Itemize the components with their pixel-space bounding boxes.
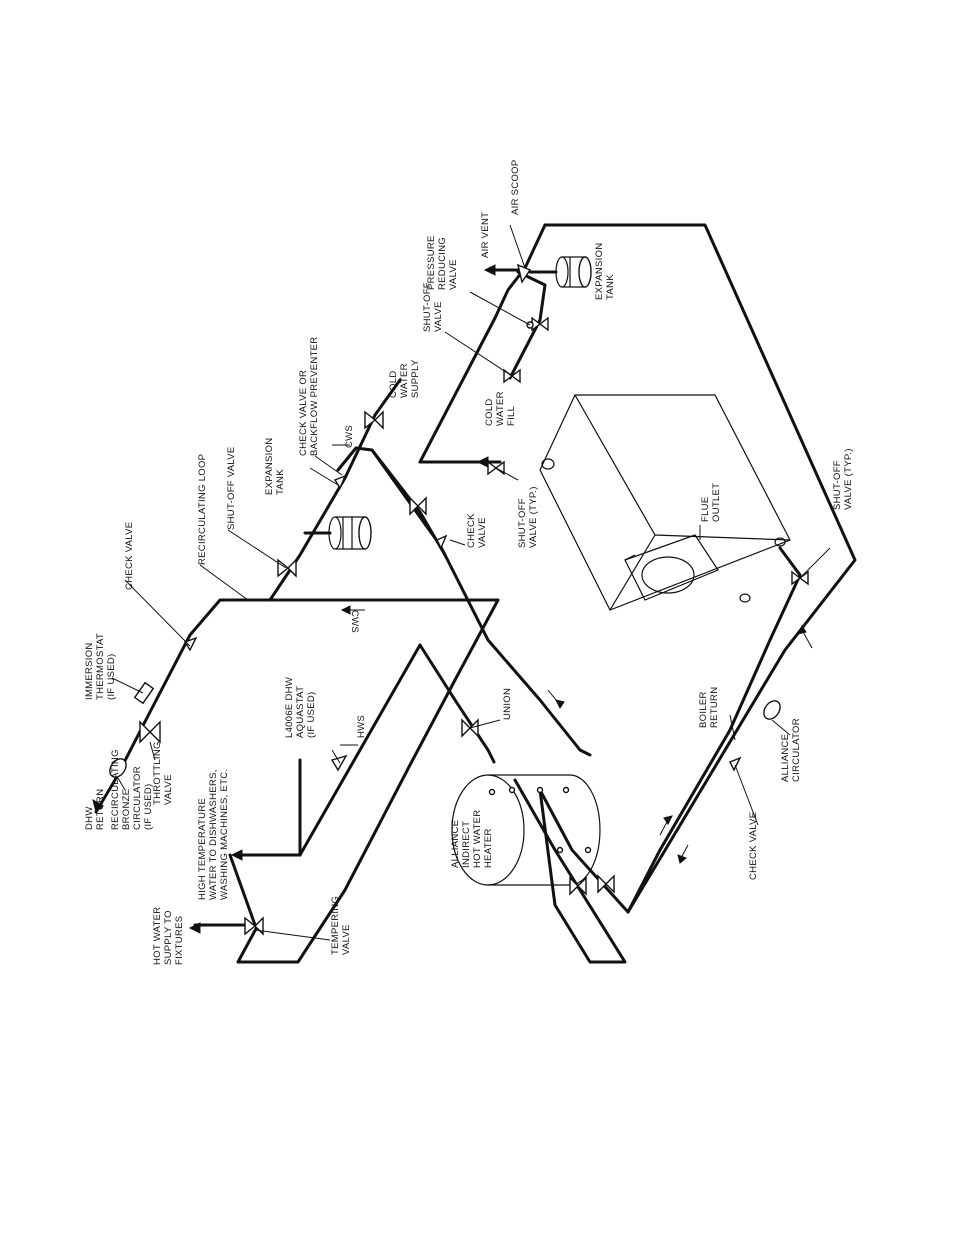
air-vent-label: AIR VENT bbox=[480, 212, 491, 258]
immersion-thermostat-label: IMMERSIONTHERMOSTAT(IF USED) bbox=[84, 633, 117, 700]
shutoff-valve-typ-left-label: SHUT-OFFVALVE (TYP.) bbox=[517, 486, 539, 548]
expansion-tank-dhw-symbol bbox=[303, 516, 372, 550]
alliance-circulator-label: ALLIANCECIRCULATOR bbox=[780, 718, 802, 782]
recirc-circulator-label: RECIRCULATINGBRONZECIRCULATOR(IF USED) bbox=[110, 749, 154, 830]
tempering-valve-label: TEMPERINGVALVE bbox=[330, 896, 352, 955]
shutoff-valve-top-label: SHUT-OFF VALVE bbox=[226, 446, 237, 530]
heater-label: ALLIANCEINDIRECTHOT WATERHEATER bbox=[450, 810, 494, 868]
check-valve-backflow-label: CHECK VALVE ORBACKFLOW PREVENTER bbox=[298, 337, 320, 456]
throttling-valve-label: THROTTLINGVALVE bbox=[152, 741, 174, 805]
flue-outlet-label: FLUEOUTLET bbox=[700, 483, 722, 522]
boiler-cabinet bbox=[539, 394, 791, 611]
shutoff-valve-fill-label: SHUT-OFFVALVE bbox=[422, 282, 444, 332]
expansion-tank-dhw-label: EXPANSIONTANK bbox=[264, 438, 286, 495]
indirect-water-heater bbox=[451, 774, 601, 886]
hot-water-supply-label: HOT WATERSUPPLY TOFIXTURES bbox=[152, 907, 185, 965]
shutoff-valve-typ-right-label: SHUT-OFFVALVE (TYP.) bbox=[832, 448, 854, 510]
expansion-tank-boiler-label: EXPANSIONTANK bbox=[594, 243, 616, 300]
cold-water-supply-label: COLDWATERSUPPLY bbox=[388, 359, 421, 398]
valve-symbols bbox=[109, 263, 809, 936]
union-label: UNION bbox=[502, 688, 513, 720]
boiler-piping bbox=[418, 223, 857, 964]
expansion-tank-boiler-symbol bbox=[528, 256, 592, 288]
pressure-reducing-valve-label: PRESSUREREDUCINGVALVE bbox=[426, 235, 459, 290]
hot-water-supply-pipe bbox=[193, 598, 500, 964]
labels: DHWRETURN RECIRCULATINGBRONZECIRCULATOR(… bbox=[84, 160, 854, 966]
check-valve-mid-label: CHECKVALVE bbox=[466, 513, 488, 548]
flow-arrows bbox=[92, 264, 813, 934]
cws-top-label: CWS bbox=[344, 425, 355, 448]
high-temp-water-label: HIGH TEMPERATUREWATER TO DISHWASHERS,WAS… bbox=[197, 769, 230, 900]
air-scoop-label: AIR SCOOP bbox=[510, 160, 521, 216]
cws-mid-label: CWS bbox=[349, 610, 360, 633]
dhw-return-label: DHWRETURN bbox=[84, 789, 106, 830]
boiler-return-label: BOILERRETURN bbox=[698, 687, 720, 728]
aquastat-label: L4006E DHWAQUASTAT(IF USED) bbox=[284, 677, 317, 738]
check-valve-top-label: CHECK VALVE bbox=[124, 522, 135, 590]
recirc-to-heater-pipe bbox=[298, 643, 496, 857]
recirculating-loop-label: RECIRCULATING LOOP bbox=[197, 454, 208, 565]
leader-lines bbox=[111, 224, 831, 941]
hws-label: HWS bbox=[356, 715, 367, 738]
cold-water-fill-label: COLDWATERFILL bbox=[484, 391, 517, 426]
check-valve-bottom-label: CHECK VALVE bbox=[748, 812, 759, 880]
